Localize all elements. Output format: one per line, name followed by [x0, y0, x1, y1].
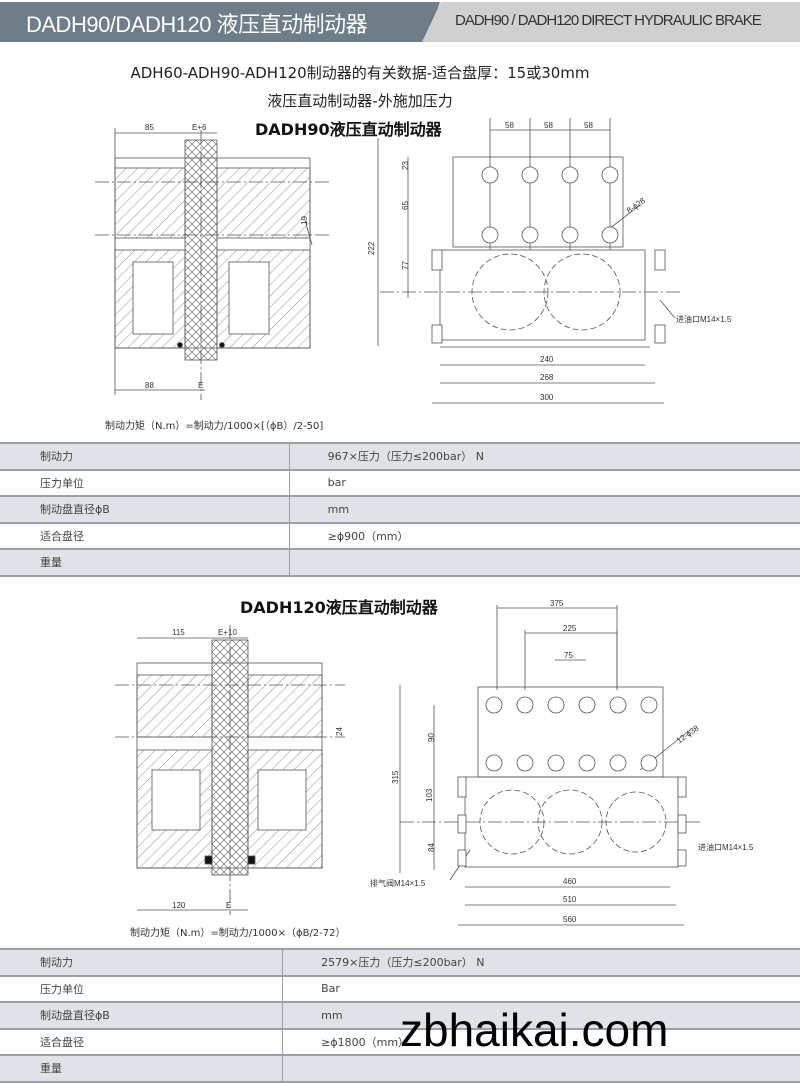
dim-label: 90: [427, 733, 436, 742]
table-row: 重量: [0, 548, 800, 576]
row-label: 制动力: [0, 948, 283, 976]
dim-label: 300: [540, 393, 554, 402]
dim-label: 120: [172, 901, 186, 910]
row-label: 适合盘径: [0, 521, 290, 549]
row-value: bar: [288, 468, 800, 496]
dim-label: 560: [563, 915, 577, 924]
row-label: 重量: [0, 1054, 283, 1082]
dim-label: 24: [335, 727, 344, 736]
row-value: [288, 548, 800, 576]
table-row: 重量: [0, 1054, 800, 1082]
dim-label: E: [198, 381, 203, 390]
dim-label: 8-ϕ28: [625, 196, 647, 215]
dim-label: 排气阀M14×1.5: [370, 878, 426, 888]
dim-label: 222: [367, 241, 376, 255]
dim-label: E+6: [192, 123, 207, 132]
dim-label: 75: [564, 651, 573, 660]
dim-label: 进油口M14×1.5: [676, 314, 732, 324]
page-subtitle-en: DADH90 / DADH120 DIRECT HYDRAULIC BRAKE: [455, 12, 762, 29]
dim-label: 84: [427, 843, 436, 852]
dim-label: 58: [584, 121, 593, 130]
dim-label: 88: [145, 381, 154, 390]
intro-line-1: ADH60-ADH90-ADH120制动器的有关数据-适合盘厚：15或30mm: [130, 64, 590, 82]
dadh120-side-view: [115, 625, 345, 915]
row-label: 制动盘直径ϕB: [0, 495, 290, 523]
dim-label: 510: [563, 895, 577, 904]
dadh90-title: DADH90液压直动制动器: [255, 120, 442, 139]
row-value: ≥ϕ1800（mm）: [282, 1027, 800, 1055]
dadh120-title: DADH120液压直动制动器: [240, 598, 438, 617]
row-label: 适合盘径: [0, 1027, 283, 1055]
table-row: 适合盘径≥ϕ900（mm）: [0, 521, 800, 549]
dim-label: 19: [300, 216, 309, 225]
row-value: [282, 1054, 800, 1082]
header-banner: DADH90/DADH120 液压直动制动器 DADH90 / DADH120 …: [0, 0, 800, 44]
dim-label: 375: [550, 599, 564, 608]
row-value: Bar: [282, 974, 800, 1002]
row-value: mm: [288, 495, 800, 523]
row-label: 压力单位: [0, 468, 290, 496]
dim-label: 315: [391, 770, 400, 784]
dim-label: 12-ϕ38: [675, 723, 701, 745]
header-right-band: [422, 2, 800, 42]
dadh90-front-view: [377, 118, 680, 404]
row-label: 制动力: [0, 442, 290, 470]
dadh90-formula: 制动力矩（N.m）=制动力/1000×[（ϕB）/2-50]: [105, 421, 324, 432]
dim-label: 115: [172, 628, 185, 637]
row-label: 重量: [0, 548, 290, 576]
dim-label: 268: [540, 373, 554, 382]
row-value: ≥ϕ900（mm）: [288, 521, 800, 549]
header-left-band: [0, 2, 440, 42]
row-value: mm: [282, 1001, 800, 1029]
dim-label: E: [226, 901, 231, 910]
dim-label: 23: [401, 161, 410, 170]
dim-label: E+10: [218, 628, 237, 637]
dim-label: 进油口M14×1.5: [698, 842, 754, 852]
dim-label: 103: [425, 788, 434, 802]
row-value: 967×压力（压力≤200bar） N: [288, 442, 800, 470]
dadh90-side-view: [95, 128, 330, 400]
dim-label: 460: [563, 877, 577, 886]
dim-label: 58: [544, 121, 553, 130]
dim-label: 77: [401, 261, 410, 270]
row-label: 压力单位: [0, 974, 283, 1002]
dim-label: 65: [401, 201, 410, 210]
dim-label: 58: [505, 121, 514, 130]
table-row: 适合盘径≥ϕ1800（mm）: [0, 1027, 800, 1055]
dim-label: 85: [145, 123, 154, 132]
row-value: 2579×压力（压力≤200bar） N: [282, 948, 800, 976]
dim-label: 225: [563, 624, 577, 633]
intro-line-2: 液压直动制动器-外施加压力: [267, 92, 453, 110]
page-title: DADH90/DADH120 液压直动制动器: [26, 12, 368, 37]
watermark: zbhaikai.com: [400, 1004, 669, 1056]
dim-label: 240: [540, 355, 554, 364]
row-label: 制动盘直径ϕB: [0, 1001, 283, 1029]
dadh120-formula: 制动力矩（N.m）=制动力/1000×（ϕB/2-72）: [130, 928, 346, 939]
